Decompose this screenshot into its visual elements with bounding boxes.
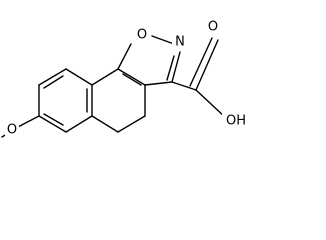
bond-ring2-bottom-right <box>117 115 146 133</box>
bond-a6-a1 <box>65 68 93 86</box>
double-bond-n-c-inner <box>166 55 175 81</box>
chemical-structure-diagram: O N O OH O <box>1 19 248 138</box>
carbonyl-oxygen-label: O <box>208 20 218 35</box>
double-bond-inner-2 <box>43 113 64 126</box>
bond-a3-a4 <box>38 115 67 133</box>
hydroxyl-label: OH <box>226 114 246 129</box>
double-bond-inner-3 <box>43 75 64 89</box>
benzene-ring <box>38 68 93 133</box>
bond-a5-a6 <box>38 68 67 86</box>
label-bg-methoxy-oxygen <box>5 122 19 137</box>
double-bond-fused <box>122 73 142 86</box>
bond-c3-cooh <box>171 81 197 91</box>
bond-o-n-ring <box>151 35 175 45</box>
bond-a2-a3 <box>65 115 93 133</box>
dihydro-ring <box>91 68 146 133</box>
bond-c-double-o-b <box>189 37 213 87</box>
carboxylic-acid-group <box>171 37 227 119</box>
bond-n-c-ring <box>171 51 181 83</box>
label-bg-ring-nitrogen <box>172 34 188 50</box>
bond-c-oh <box>195 89 227 119</box>
bond-c-double-o-a <box>195 39 219 91</box>
atom-labels: O N O OH O <box>5 19 248 138</box>
bond-ring-methoxy-o <box>15 115 40 129</box>
bond-c-c-ring <box>144 81 173 86</box>
bond-ring2-top <box>91 68 119 86</box>
bond-c-o-ring <box>117 43 132 70</box>
methoxy-oxygen-label: O <box>7 123 17 138</box>
ring-oxygen-label: O <box>137 28 147 43</box>
label-bg-ring-oxygen <box>134 27 150 43</box>
label-bg-carbonyl-oxygen <box>205 19 221 35</box>
bond-ring2-bottom-left <box>91 115 119 133</box>
bond-ring2-right-upper <box>117 68 146 86</box>
ring-nitrogen-label: N <box>175 35 185 50</box>
label-bg-hydroxyl <box>222 113 248 129</box>
isoxazole-ring <box>117 35 181 86</box>
